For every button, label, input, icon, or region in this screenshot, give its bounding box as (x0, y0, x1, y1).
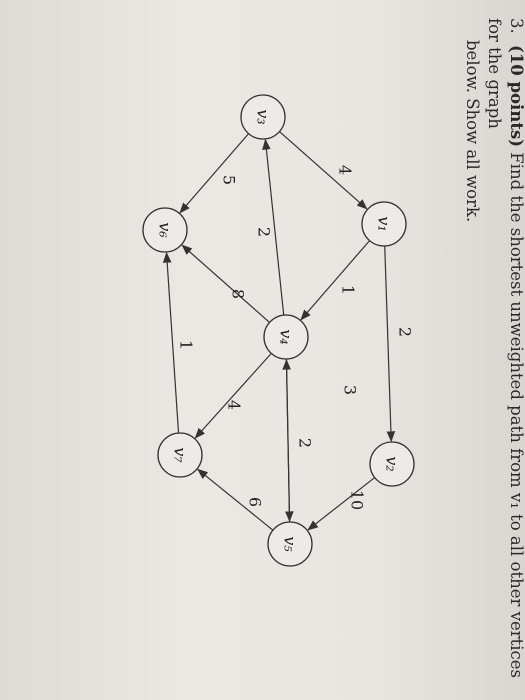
edge-v7-v6 (162, 251, 180, 434)
vertex-label-v3: v₃ (254, 109, 273, 124)
edge-weight-v7-v6: 1 (177, 340, 196, 350)
vertex-v5: v₅ (267, 521, 313, 567)
edge-v4-v6 (181, 244, 270, 323)
edge-v1-v4 (300, 240, 371, 321)
vertex-circle-v4 (263, 314, 309, 360)
edge-weight-v2-v5: 10 (348, 490, 367, 510)
edge-weight-v3-v6: 5 (220, 175, 239, 185)
vertex-label-v6: v₆ (156, 222, 175, 238)
edge-weight-v4-v7: 4 (225, 400, 244, 410)
vertex-label-v4: v₄ (277, 329, 296, 344)
edge-weight-v4-v3: 2 (255, 227, 274, 237)
edge-weights-layer: 2 1 4 10 3 2 2 8 4 5 1 6 (177, 165, 415, 510)
edge-v5-v7 (197, 468, 274, 531)
edge-weight-v5-v4: 3 (341, 385, 360, 395)
vertex-v6: v₆ (142, 207, 188, 253)
edge-v1-v2 (384, 245, 396, 443)
vertex-circle-v5 (267, 521, 313, 567)
edge-weight-v5-v7: 6 (246, 497, 265, 507)
edge-v3-v6 (179, 133, 250, 214)
edge-weight-v1-v4: 1 (339, 285, 358, 295)
edge-v4-v3 (262, 138, 285, 316)
edge-weight-v3-v1: 4 (336, 165, 355, 175)
edge-v4-v5 (285, 358, 294, 523)
vertex-circle-v1 (361, 201, 407, 247)
vertex-label-v5: v₅ (281, 536, 300, 552)
vertex-v7: v₇ (157, 432, 203, 478)
vertex-label-v1: v₁ (375, 216, 394, 231)
edge-weight-v4-v6: 8 (229, 289, 248, 299)
vertices-layer: v₁ v₂ v₃ v₄ v₅ v₆ v₇ (142, 94, 415, 567)
vertex-circle-v7 (157, 432, 203, 478)
edge-v4-v7 (194, 352, 272, 439)
vertex-label-v7: v₇ (171, 447, 190, 463)
vertex-circle-v3 (240, 94, 286, 140)
edge-v3-v1 (279, 131, 368, 210)
edges-layer (162, 131, 396, 531)
vertex-v4: v₄ (263, 314, 309, 360)
vertex-label-v2: v₂ (383, 456, 402, 471)
edge-weight-v4-v5: 2 (296, 438, 315, 448)
edge-v2-v5 (307, 477, 376, 531)
vertex-v2: v₂ (369, 441, 415, 487)
vertex-v3: v₃ (240, 94, 286, 140)
vertex-circle-v2 (369, 441, 415, 487)
vertex-v1: v₁ (361, 201, 407, 247)
vertex-circle-v6 (142, 207, 188, 253)
edge-weight-v1-v2: 2 (396, 327, 415, 337)
